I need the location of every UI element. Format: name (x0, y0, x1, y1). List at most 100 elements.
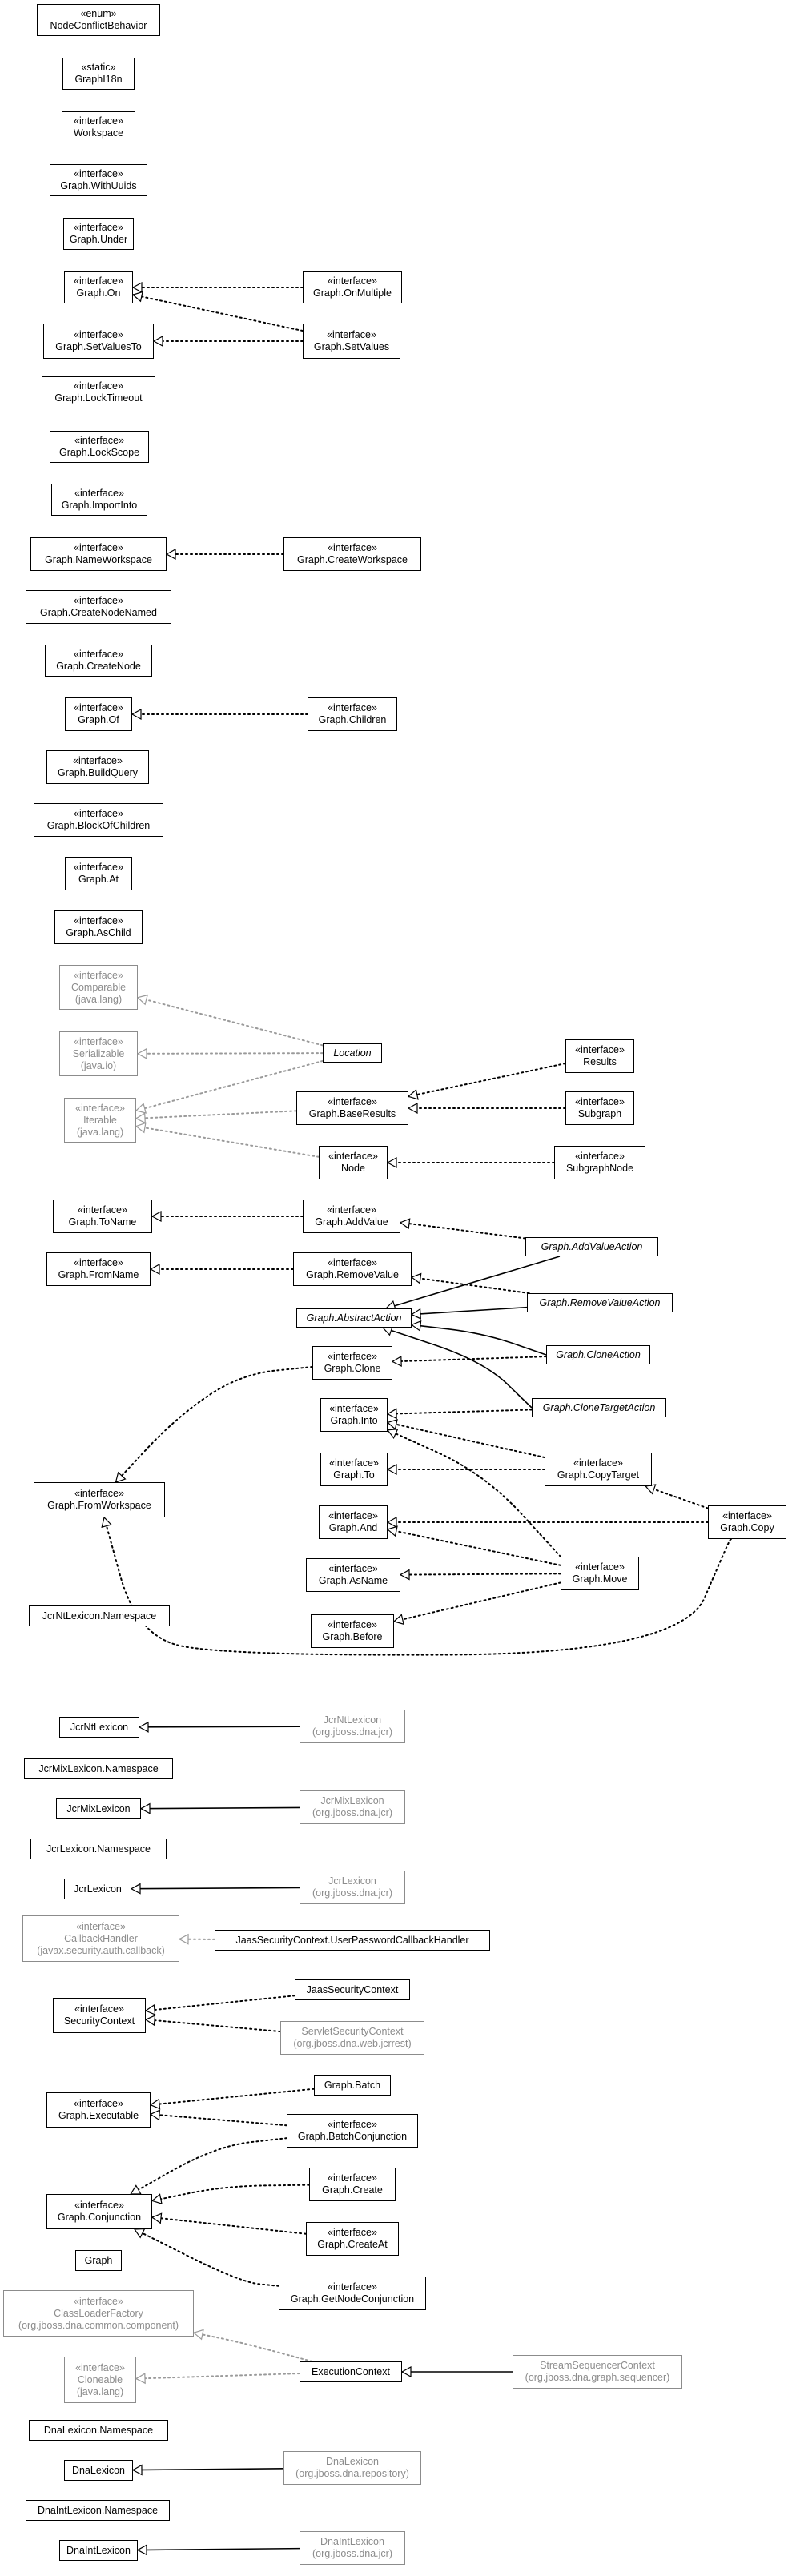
stereotype-label: «interface» (327, 1204, 376, 1216)
realization-line (392, 1356, 547, 1363)
class-box-jaas-upch: JaasSecurityContext.UserPasswordCallback… (215, 1930, 490, 1951)
class-box-name-workspace: «interface»Graph.NameWorkspace (30, 537, 167, 571)
class-box-graph: Graph (75, 2250, 122, 2271)
class-name: Graph (84, 2254, 113, 2266)
stereotype-label: «interface» (74, 115, 123, 127)
hollow-arrowhead-icon (386, 1516, 397, 1529)
class-box-set-values-to: «interface»Graph.SetValuesTo (43, 324, 154, 359)
generalization-line (140, 1806, 300, 1810)
class-box-remove-value-action: Graph.RemoveValueAction (527, 1293, 673, 1312)
class-name: Graph.And (328, 1522, 378, 1533)
package-label: (org.jboss.dna.jcr) (312, 1807, 393, 1818)
realization-line (400, 1573, 561, 1576)
class-name: Graph.CreateAt (317, 2239, 388, 2250)
class-box-dna-int-lexicon: DnaIntLexicon (59, 2540, 138, 2561)
hollow-arrowhead-icon (131, 281, 143, 294)
realization-line (387, 1429, 561, 1557)
hollow-arrowhead-icon (410, 1320, 422, 1332)
hollow-arrowhead-icon (135, 1103, 147, 1114)
class-name: Graph.FromWorkspace (47, 1500, 151, 1511)
stereotype-label: «interface» (74, 1488, 124, 1499)
realization-line (645, 1485, 709, 1509)
hollow-arrowhead-icon (115, 1471, 127, 1483)
class-box-jaas-security-context: JaasSecurityContext (295, 1979, 410, 2000)
realization-line (150, 2088, 315, 2106)
stereotype-label: «interface» (74, 808, 123, 819)
class-box-at: «interface»Graph.At (65, 857, 132, 890)
stereotype-label: «interface» (78, 1204, 127, 1216)
class-name: JcrLexicon (74, 1883, 122, 1895)
generalization-line (411, 1324, 547, 1356)
class-box-from-workspace: «interface»Graph.FromWorkspace (34, 1482, 165, 1517)
class-box-block-of-children: «interface»Graph.BlockOfChildren (34, 803, 163, 837)
hollow-arrowhead-icon (131, 2464, 143, 2476)
realization-line (408, 1063, 566, 1098)
class-name: Graph.AbstractAction (306, 1312, 402, 1324)
realization-line (135, 1110, 297, 1119)
class-name: DnaIntLexicon (66, 2544, 131, 2556)
class-name: JcrLexicon (328, 1875, 376, 1887)
class-box-location: Location (323, 1043, 382, 1063)
generalization-line (139, 1726, 300, 1728)
class-name: Graph.ToName (68, 1216, 137, 1228)
realization-line (150, 2113, 287, 2127)
hollow-arrowhead-icon (131, 708, 142, 721)
class-box-and: «interface»Graph.And (319, 1505, 388, 1539)
class-name: Graph.AddValueAction (541, 1240, 643, 1252)
stereotype-label: «interface» (328, 1510, 378, 1521)
realization-line (137, 996, 324, 1047)
stereotype-label: «interface» (74, 1035, 123, 1047)
class-name: Graph.LockScope (58, 447, 140, 458)
stereotype-label: «interface» (75, 2361, 125, 2373)
class-box-copy: «interface»Graph.Copy (708, 1505, 786, 1539)
class-name: Graph.NameWorkspace (45, 554, 152, 565)
class-box-security-context: «interface»SecurityContext (53, 1998, 146, 2033)
class-name: Graph.SetValues (313, 341, 390, 352)
class-box-cloneable: «interface»Cloneable(java.lang) (64, 2357, 136, 2403)
hollow-arrowhead-icon (178, 1933, 189, 1945)
class-box-on: «interface»Graph.On (64, 271, 133, 303)
generalization-line (382, 1327, 533, 1409)
stereotype-label: «interface» (328, 1563, 378, 1574)
class-name: ExecutionContext (312, 2365, 390, 2377)
class-box-lock-timeout: «interface»Graph.LockTimeout (42, 376, 155, 408)
class-box-as-name: «interface»Graph.AsName (306, 1558, 400, 1592)
hollow-arrowhead-icon (135, 1112, 146, 1124)
hollow-arrowhead-icon (165, 548, 176, 561)
class-name: Graph.BuildQuery (57, 767, 139, 778)
realization-line (135, 2373, 300, 2380)
hollow-arrowhead-icon (136, 1047, 147, 1059)
realization-line (135, 1125, 320, 1158)
package-label: (org.jboss.dna.common.component) (18, 2319, 179, 2331)
class-name: Graph.CopyTarget (557, 1469, 640, 1481)
class-box-dna-lexicon-ext: DnaLexicon(org.jboss.dna.repository) (283, 2451, 421, 2485)
class-box-stream-sequencer-context: StreamSequencerContext(org.jboss.dna.gra… (513, 2355, 682, 2389)
hollow-arrowhead-icon (130, 1883, 141, 1895)
stereotype-label: «interface» (327, 329, 376, 340)
class-name: Cloneable (77, 2373, 123, 2385)
class-box-create-node-named: «interface»Graph.CreateNodeNamed (26, 590, 171, 624)
class-box-on-multiple: «interface»Graph.OnMultiple (303, 271, 402, 303)
hollow-arrowhead-icon (399, 1218, 411, 1230)
class-box-move: «interface»Graph.Move (561, 1557, 639, 1590)
package-label: (org.jboss.dna.jcr) (312, 1726, 393, 1738)
class-name: Location (333, 1047, 372, 1059)
realization-line (400, 1221, 526, 1240)
class-box-dna-lex-ns: DnaLexicon.Namespace (29, 2420, 168, 2441)
hollow-arrowhead-icon (133, 2228, 146, 2239)
package-label: (java.io) (80, 1059, 117, 1071)
hollow-arrowhead-icon (386, 1463, 397, 1476)
hollow-arrowhead-icon (139, 1802, 151, 1814)
realization-line (151, 2216, 307, 2235)
stereotype-label: «interface» (74, 380, 123, 392)
hollow-arrowhead-icon (386, 1408, 397, 1420)
package-label: (org.jboss.dna.jcr) (312, 1887, 393, 1899)
class-name: Graph.BatchConjunction (297, 2131, 408, 2142)
hollow-arrowhead-icon (391, 1355, 402, 1368)
class-box-jcr-nt-lexicon: JcrNtLexicon (59, 1717, 139, 1738)
class-name: Graph.Clone (324, 1363, 381, 1374)
stereotype-label: «interface» (328, 1351, 377, 1362)
class-name: DnaIntLexicon.Namespace (37, 2504, 159, 2516)
class-box-create-at: «interface»Graph.CreateAt (306, 2222, 399, 2256)
hollow-arrowhead-icon (101, 1516, 112, 1529)
